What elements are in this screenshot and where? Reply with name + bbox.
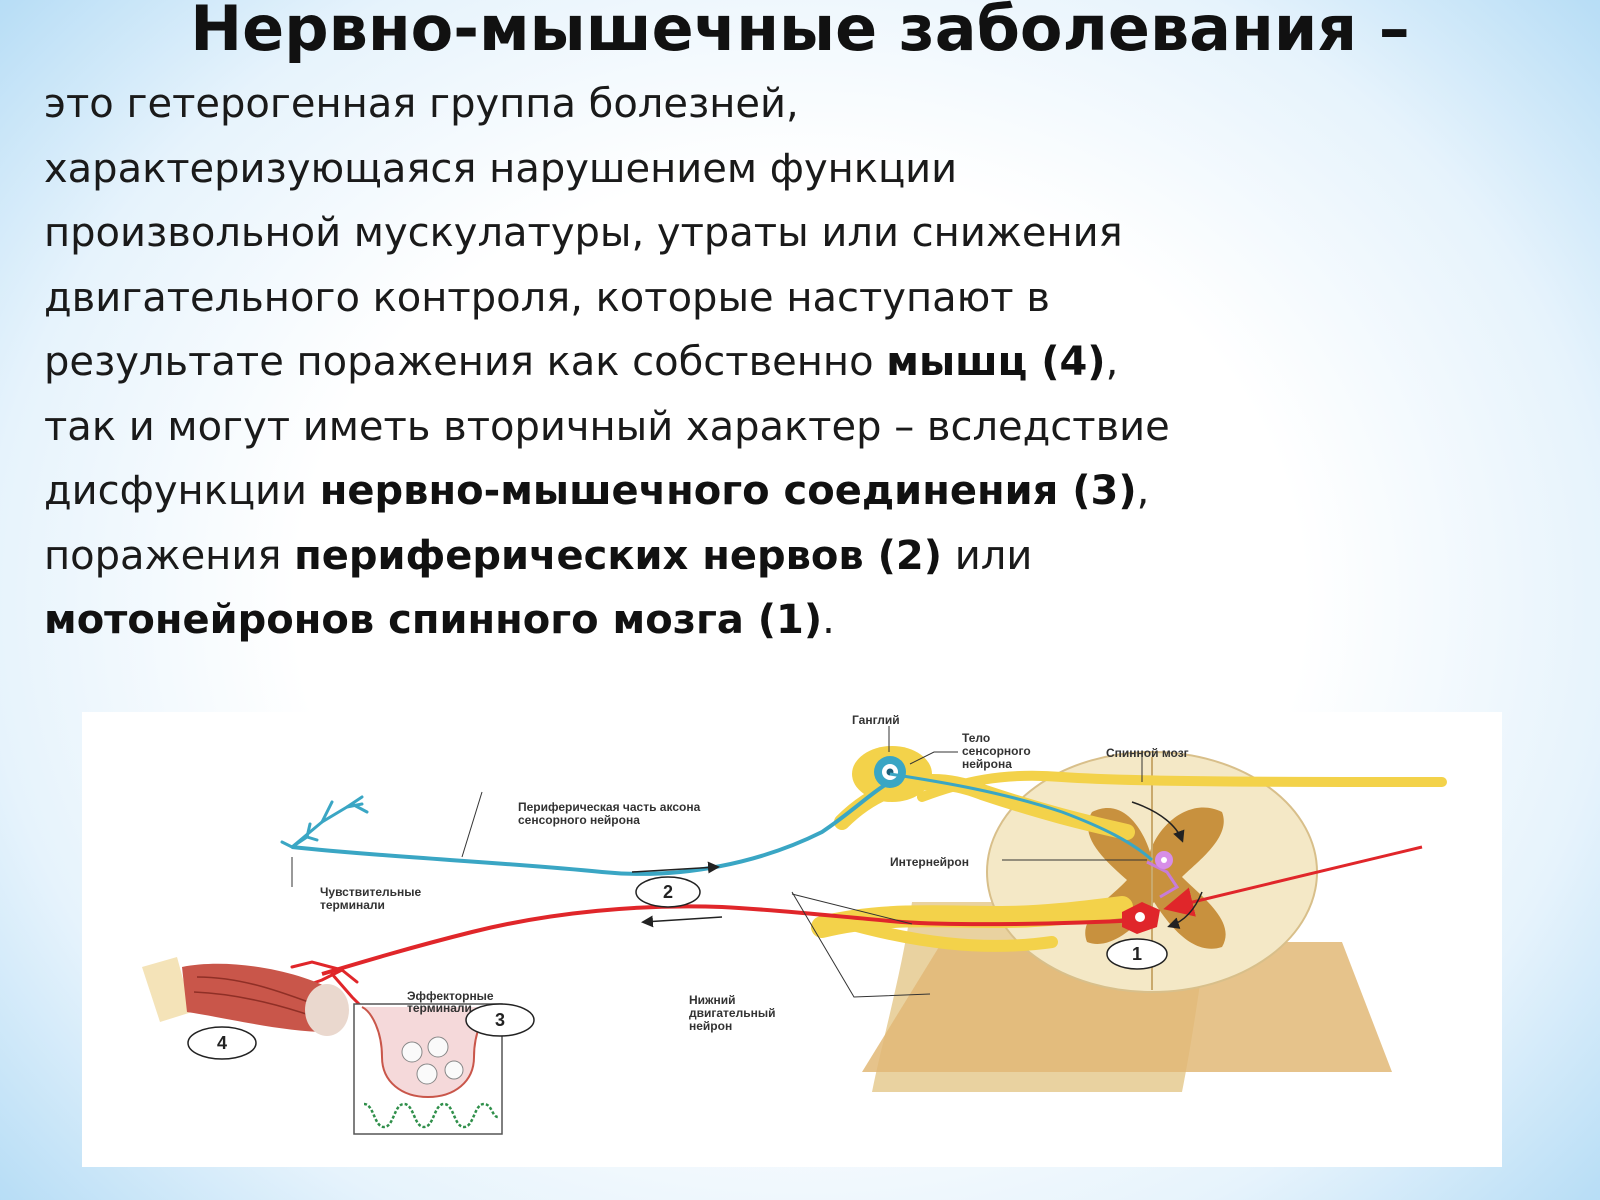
muscle-cross-section <box>305 984 349 1036</box>
definition-line-8: поражения периферических нервов (2) или <box>44 524 1324 589</box>
dorsal-root-branch <box>917 770 1447 802</box>
marker-4: 4 <box>187 1026 257 1060</box>
definition-line-9: мотонейронов спинного мозга (1). <box>44 588 1324 653</box>
marker-1-label: 1 <box>1132 944 1142 964</box>
label-effector-terminals-1: Эффекторные <box>407 989 494 1003</box>
punctuation: , <box>1136 468 1150 514</box>
nmj-vesicle-1 <box>401 1041 423 1063</box>
motor-axon <box>321 904 1143 976</box>
bold-term-neuromuscular-junction: нервно-мышечного соединения (3) <box>319 468 1137 514</box>
label-lower-motor-2: двигательный <box>689 1006 775 1020</box>
marker-4-label: 4 <box>217 1033 227 1053</box>
bold-term-peripheral-nerves: периферических нервов (2) <box>294 532 943 579</box>
sensory-axon-central <box>889 772 1154 862</box>
sensory-axon-peripheral <box>291 780 891 876</box>
label-peripheral-axon-1: Периферическая часть аксона <box>518 800 701 814</box>
marker-3: 3 <box>465 1003 535 1037</box>
motor-neuron-nucleus <box>1135 912 1145 922</box>
neuromuscular-diagram: Ганглий Тело сенсорного нейрона Спинной … <box>82 712 1502 1167</box>
plain-text: дисфункции <box>44 468 320 514</box>
definition-line-2: характеризующаяся нарушением функции <box>44 145 958 192</box>
label-ganglion: Ганглий <box>852 713 900 727</box>
definition-line-1: это гетерогенная группа болезней, <box>44 81 799 127</box>
label-effector-terminals-2: терминали <box>407 1001 472 1015</box>
marker-1: 1 <box>1106 938 1168 970</box>
label-sensory-terminals-1: Чувствительные <box>320 885 422 899</box>
page-title: Нервно-мышечные заболевания – <box>190 0 1410 65</box>
bold-term-motor-neurons: мотонейронов спинного мозга (1) <box>44 597 823 643</box>
nmj-vesicle-4 <box>444 1060 464 1080</box>
muscle <box>142 957 349 1036</box>
descending-motor-pathway <box>1163 845 1423 917</box>
plain-text: поражения <box>44 532 295 579</box>
punctuation: . <box>822 597 835 643</box>
sensory-axon <box>280 772 1154 876</box>
label-interneuron: Интернейрон <box>890 855 969 869</box>
label-sensory-terminals-2: терминали <box>320 898 385 912</box>
reflex-arc-arrow <box>1131 801 1185 843</box>
marker-2-label: 2 <box>663 882 673 902</box>
nmj-vesicle-3 <box>416 1063 438 1085</box>
reflex-arc-arrow-2 <box>1167 891 1203 929</box>
muscle-tendon <box>142 957 192 1022</box>
definition-line-7: дисфункции нервно-мышечного соединения (… <box>44 459 1324 524</box>
ventral-root-branch <box>836 916 1058 952</box>
definition-line-4: двигательного контроля, которые наступаю… <box>44 274 1050 321</box>
definition-text: это гетерогенная группа болезней, характ… <box>44 72 1324 653</box>
afferent-direction-arrow <box>631 861 720 874</box>
marker-3-label: 3 <box>495 1010 505 1030</box>
definition-line-5: результате поражения как собственно мышц… <box>44 330 1324 395</box>
label-peripheral-axon-2: сенсорного нейрона <box>518 813 640 827</box>
sensory-terminals <box>280 795 369 849</box>
definition-line-3: произвольной мускулатуры, утраты или сни… <box>44 210 1123 256</box>
efferent-direction-arrow <box>641 915 723 928</box>
muscle-belly <box>182 963 332 1032</box>
marker-2: 2 <box>635 876 701 908</box>
interneuron-nucleus <box>1161 857 1167 863</box>
plain-text: результате поражения как собственно <box>44 339 887 385</box>
diagram-svg: Ганглий Тело сенсорного нейрона Спинной … <box>142 713 1447 1135</box>
label-sensory-body-2: сенсорного <box>962 744 1031 758</box>
punctuation: , <box>1105 339 1119 385</box>
label-lower-motor-1: Нижний <box>689 993 736 1007</box>
label-spinal-cord: Спинной мозг <box>1106 746 1189 760</box>
nmj-postsynaptic-folds <box>363 1102 499 1129</box>
definition-line-6: так и могут иметь вторичный характер – в… <box>44 403 1170 450</box>
label-sensory-body-1: Тело <box>962 731 990 745</box>
leader-lines <box>291 726 1147 998</box>
plain-text: или <box>942 532 1033 579</box>
bold-term-muscles: мышц (4) <box>886 339 1106 385</box>
label-lower-motor-3: нейрон <box>689 1019 732 1033</box>
motor-neuron <box>290 845 1423 1009</box>
nmj-vesicle-2 <box>427 1036 449 1058</box>
cord-block-side <box>862 942 1392 1072</box>
label-sensory-body-3: нейрона <box>962 757 1012 771</box>
